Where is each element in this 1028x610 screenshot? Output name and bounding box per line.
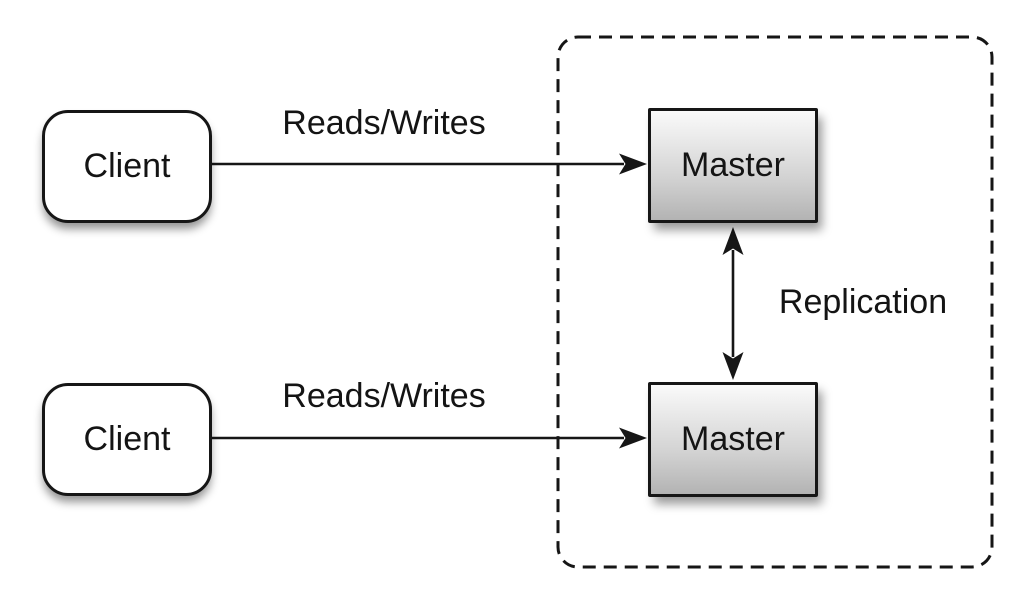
edge-label-replication: Replication	[778, 283, 948, 321]
node-client-bottom-label: Client	[83, 420, 171, 458]
reads-writes-arrow-bottom	[212, 427, 647, 449]
replication-arrow	[722, 227, 744, 380]
node-client-bottom: Client	[42, 383, 212, 496]
node-client-top-label: Client	[83, 147, 171, 185]
node-master-top: Master	[648, 108, 818, 223]
replication-group-border	[556, 35, 994, 569]
arrowhead-up-icon	[722, 227, 744, 255]
arrowhead-down-icon	[722, 352, 744, 380]
edge-label-reads-writes-top: Reads/Writes	[282, 104, 486, 142]
node-master-bottom-label: Master	[681, 420, 785, 458]
edge-label-reads-writes-bottom: Reads/Writes	[282, 377, 486, 415]
node-master-bottom: Master	[648, 382, 818, 497]
arrowhead-right-icon	[619, 427, 647, 449]
arrowhead-right-icon	[619, 153, 647, 175]
reads-writes-arrow-top	[212, 153, 647, 175]
node-master-top-label: Master	[681, 146, 785, 184]
node-client-top: Client	[42, 110, 212, 223]
